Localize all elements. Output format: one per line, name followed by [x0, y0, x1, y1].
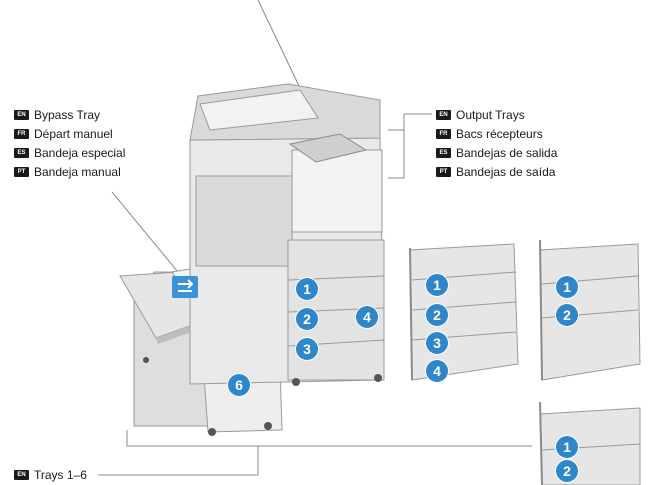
- label-output-pt: PT Bandejas de saída: [436, 165, 555, 179]
- tray-number-badge: 6: [228, 374, 250, 396]
- tray-number-badge: 2: [296, 308, 318, 330]
- lang-code-badge: EN: [436, 110, 451, 120]
- label-text: Bandejas de salida: [456, 146, 558, 160]
- label-output-fr: FR Bacs récepteurs: [436, 127, 543, 141]
- tray-number-badge: 3: [296, 338, 318, 360]
- label-bypass-es: ES Bandeja especial: [14, 146, 125, 160]
- label-text: Bandejas de saída: [456, 165, 556, 179]
- label-text: Trays 1–6: [34, 468, 87, 482]
- tray-number-badge: 4: [356, 306, 378, 328]
- tray-number-badge: 1: [556, 436, 578, 458]
- tray-number-badge: 1: [426, 274, 448, 296]
- tray-number-badge: 1: [556, 276, 578, 298]
- label-text: Bandeja especial: [34, 146, 126, 160]
- lang-code-badge: FR: [436, 129, 451, 139]
- tray-number-badge: 2: [426, 304, 448, 326]
- trays-bracket: [126, 430, 532, 447]
- tray-number-badge: 2: [556, 460, 578, 482]
- label-output-en: EN Output Trays: [436, 108, 525, 122]
- tray-number-badge: 4: [426, 360, 448, 382]
- label-output-es: ES Bandejas de salida: [436, 146, 557, 160]
- lang-code-badge: FR: [14, 129, 29, 139]
- tray-module-small: [539, 401, 641, 485]
- top-leader-line: [257, 0, 301, 89]
- label-trays-en: EN Trays 1–6: [14, 468, 87, 482]
- tray-number-badge: 3: [426, 332, 448, 354]
- label-bypass-en: EN Bypass Tray: [14, 108, 100, 122]
- label-text: Bacs récepteurs: [456, 127, 543, 141]
- paper-feed-icon: [172, 276, 198, 298]
- lang-code-badge: ES: [14, 148, 29, 158]
- label-text: Bandeja manual: [34, 165, 121, 179]
- lang-code-badge: PT: [436, 167, 451, 177]
- lang-code-badge: EN: [14, 470, 29, 480]
- label-text: Bypass Tray: [34, 108, 101, 122]
- label-text: Départ manuel: [34, 127, 113, 141]
- lang-code-badge: PT: [14, 167, 29, 177]
- lang-code-badge: EN: [14, 110, 29, 120]
- label-text: Output Trays: [456, 108, 525, 122]
- label-bypass-fr: FR Départ manuel: [14, 127, 113, 141]
- printer-body: [189, 83, 385, 386]
- lang-code-badge: ES: [436, 148, 451, 158]
- tray-module-two: [539, 239, 641, 381]
- output-bracket: [388, 129, 405, 179]
- tray-number-badge: 2: [556, 304, 578, 326]
- tray-number-badge: 1: [296, 278, 318, 300]
- bypass-leader-line: [111, 191, 179, 273]
- label-bypass-pt: PT Bandeja manual: [14, 165, 121, 179]
